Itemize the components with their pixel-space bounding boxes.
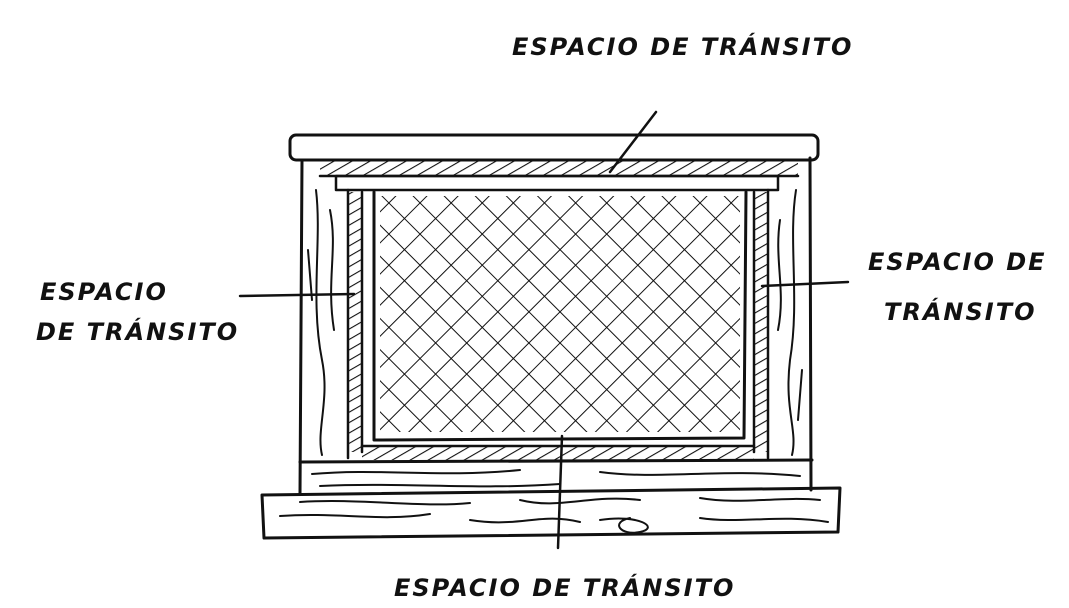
- label-top: ESPACIO DE TRÁNSITO: [512, 32, 853, 61]
- label-bottom: ESPACIO DE TRÁNSITO: [394, 573, 735, 602]
- label-left-line2: DE TRÁNSITO: [36, 317, 239, 346]
- label-right-line2: TRÁNSITO: [884, 297, 1037, 326]
- bottom-bee-space: [360, 444, 756, 460]
- left-bee-space: [346, 188, 364, 460]
- leader-lines: [238, 110, 850, 550]
- label-right-line1: ESPACIO DE: [868, 248, 1047, 276]
- label-left-line1: ESPACIO: [40, 278, 168, 306]
- hive-body: [298, 156, 814, 496]
- top-bee-space: [318, 158, 800, 192]
- frame-comb: [372, 190, 748, 442]
- lid: [288, 133, 820, 162]
- bottom-board: [260, 486, 842, 540]
- right-bee-space: [752, 188, 770, 460]
